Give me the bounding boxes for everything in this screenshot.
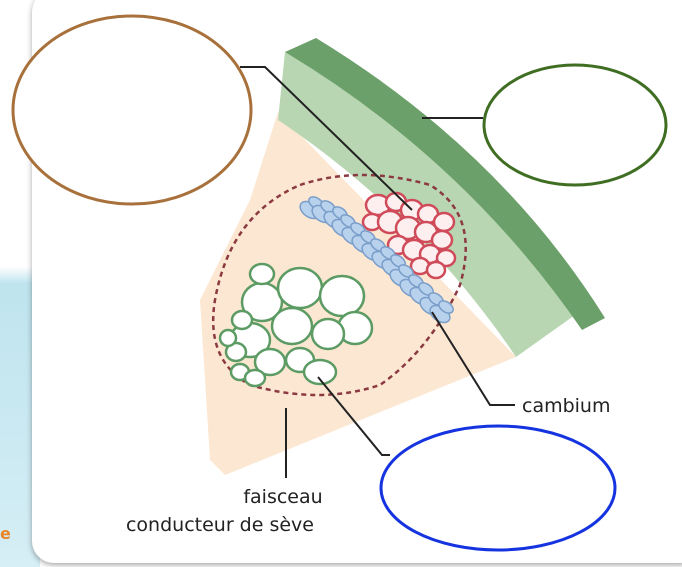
xylem-cell bbox=[312, 319, 344, 349]
xylem-cell bbox=[245, 370, 265, 386]
xylem-cell bbox=[272, 308, 312, 344]
xylem-cell bbox=[220, 330, 236, 346]
answer-oval-top-left[interactable] bbox=[13, 16, 251, 204]
answer-oval-right[interactable] bbox=[484, 65, 666, 185]
xylem-cell bbox=[320, 276, 364, 316]
xylem-cell bbox=[278, 268, 322, 308]
xylem-cell bbox=[232, 311, 252, 329]
faisceau-label-line2: conducteur de sève bbox=[126, 514, 314, 536]
phloem-cell bbox=[427, 262, 445, 278]
xylem-cell bbox=[250, 264, 274, 284]
answer-oval-bottom-right[interactable] bbox=[381, 426, 615, 550]
cambium-label: cambium bbox=[522, 395, 611, 417]
faisceau-label-line1: faisceau bbox=[243, 486, 322, 508]
